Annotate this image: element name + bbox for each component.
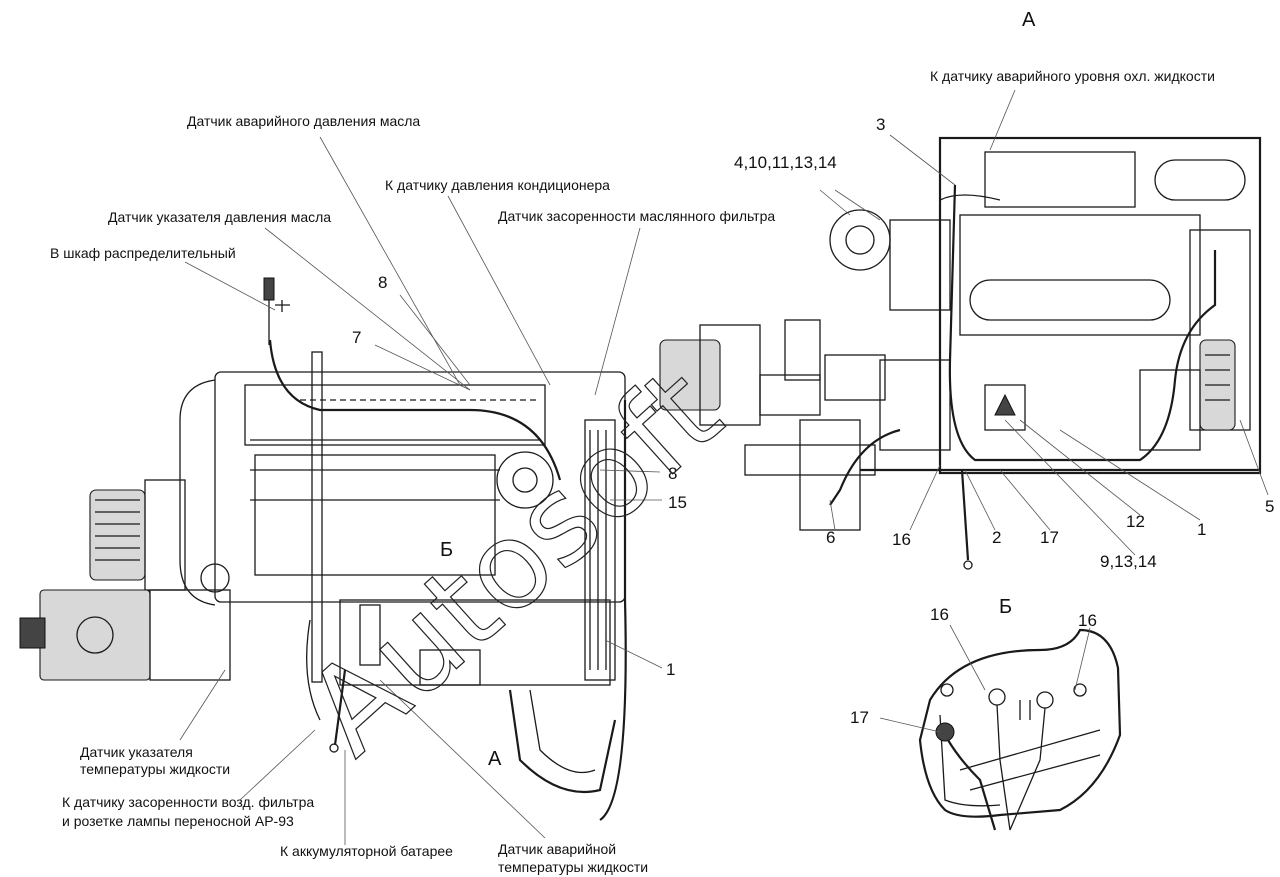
label-coolant-temp-alarm-1: Датчик аварийной <box>498 841 616 857</box>
label-oil-filter-clog: Датчик засоренности маслянного фильтра <box>498 208 775 224</box>
label-coolant-temp-alarm-2: температуры жидкости <box>498 859 648 875</box>
label-coolant-temp-gauge-1: Датчик указателя <box>80 744 193 760</box>
callout-1-left: 1 <box>666 660 675 679</box>
section-b-marker: Б <box>440 539 453 561</box>
callout-16-detail-right: 16 <box>1078 611 1097 630</box>
label-air-filter-1: К датчику засоренности возд. фильтра <box>62 794 314 810</box>
callout-2: 2 <box>992 528 1001 547</box>
callout-3: 3 <box>876 115 885 134</box>
callout-6: 6 <box>826 528 835 547</box>
label-coolant-temp-gauge-2: температуры жидкости <box>80 761 230 777</box>
label-ac-pressure: К датчику давления кондиционера <box>385 177 610 193</box>
callout-4-10-11-13-14: 4,10,11,13,14 <box>734 153 837 172</box>
leader-lines <box>179 89 1269 845</box>
callout-5: 5 <box>1265 497 1274 516</box>
callout-17-detail: 17 <box>850 708 869 727</box>
callout-12: 12 <box>1126 512 1145 531</box>
callout-16-right: 16 <box>892 530 911 549</box>
callout-8-right: 8 <box>668 464 677 483</box>
label-oil-pressure-alarm: Датчик аварийного давления масла <box>187 113 420 129</box>
detail-b-drawing <box>918 628 1122 831</box>
callout-15: 15 <box>668 493 687 512</box>
right-engine-drawing <box>659 136 1262 570</box>
label-coolant-level: К датчику аварийного уровня охл. жидкост… <box>930 68 1215 84</box>
callout-17-right: 17 <box>1040 528 1059 547</box>
view-b-title: Б <box>999 596 1012 618</box>
callout-8-top: 8 <box>378 273 387 292</box>
callout-7: 7 <box>352 328 361 347</box>
label-dist-cabinet: В шкаф распределительный <box>50 245 236 261</box>
label-air-filter-2: и розетке лампы переносной АР-93 <box>62 813 294 829</box>
label-oil-pressure-gauge: Датчик указателя давления масла <box>108 209 331 225</box>
section-a-marker: А <box>488 748 502 770</box>
view-a-title: А <box>1022 9 1036 31</box>
left-engine-drawing <box>19 277 627 821</box>
callout-16-detail-left: 16 <box>930 605 949 624</box>
callout-9-13-14: 9,13,14 <box>1100 552 1157 571</box>
label-battery: К аккумуляторной батарее <box>280 843 453 859</box>
callout-1-right: 1 <box>1197 520 1206 539</box>
